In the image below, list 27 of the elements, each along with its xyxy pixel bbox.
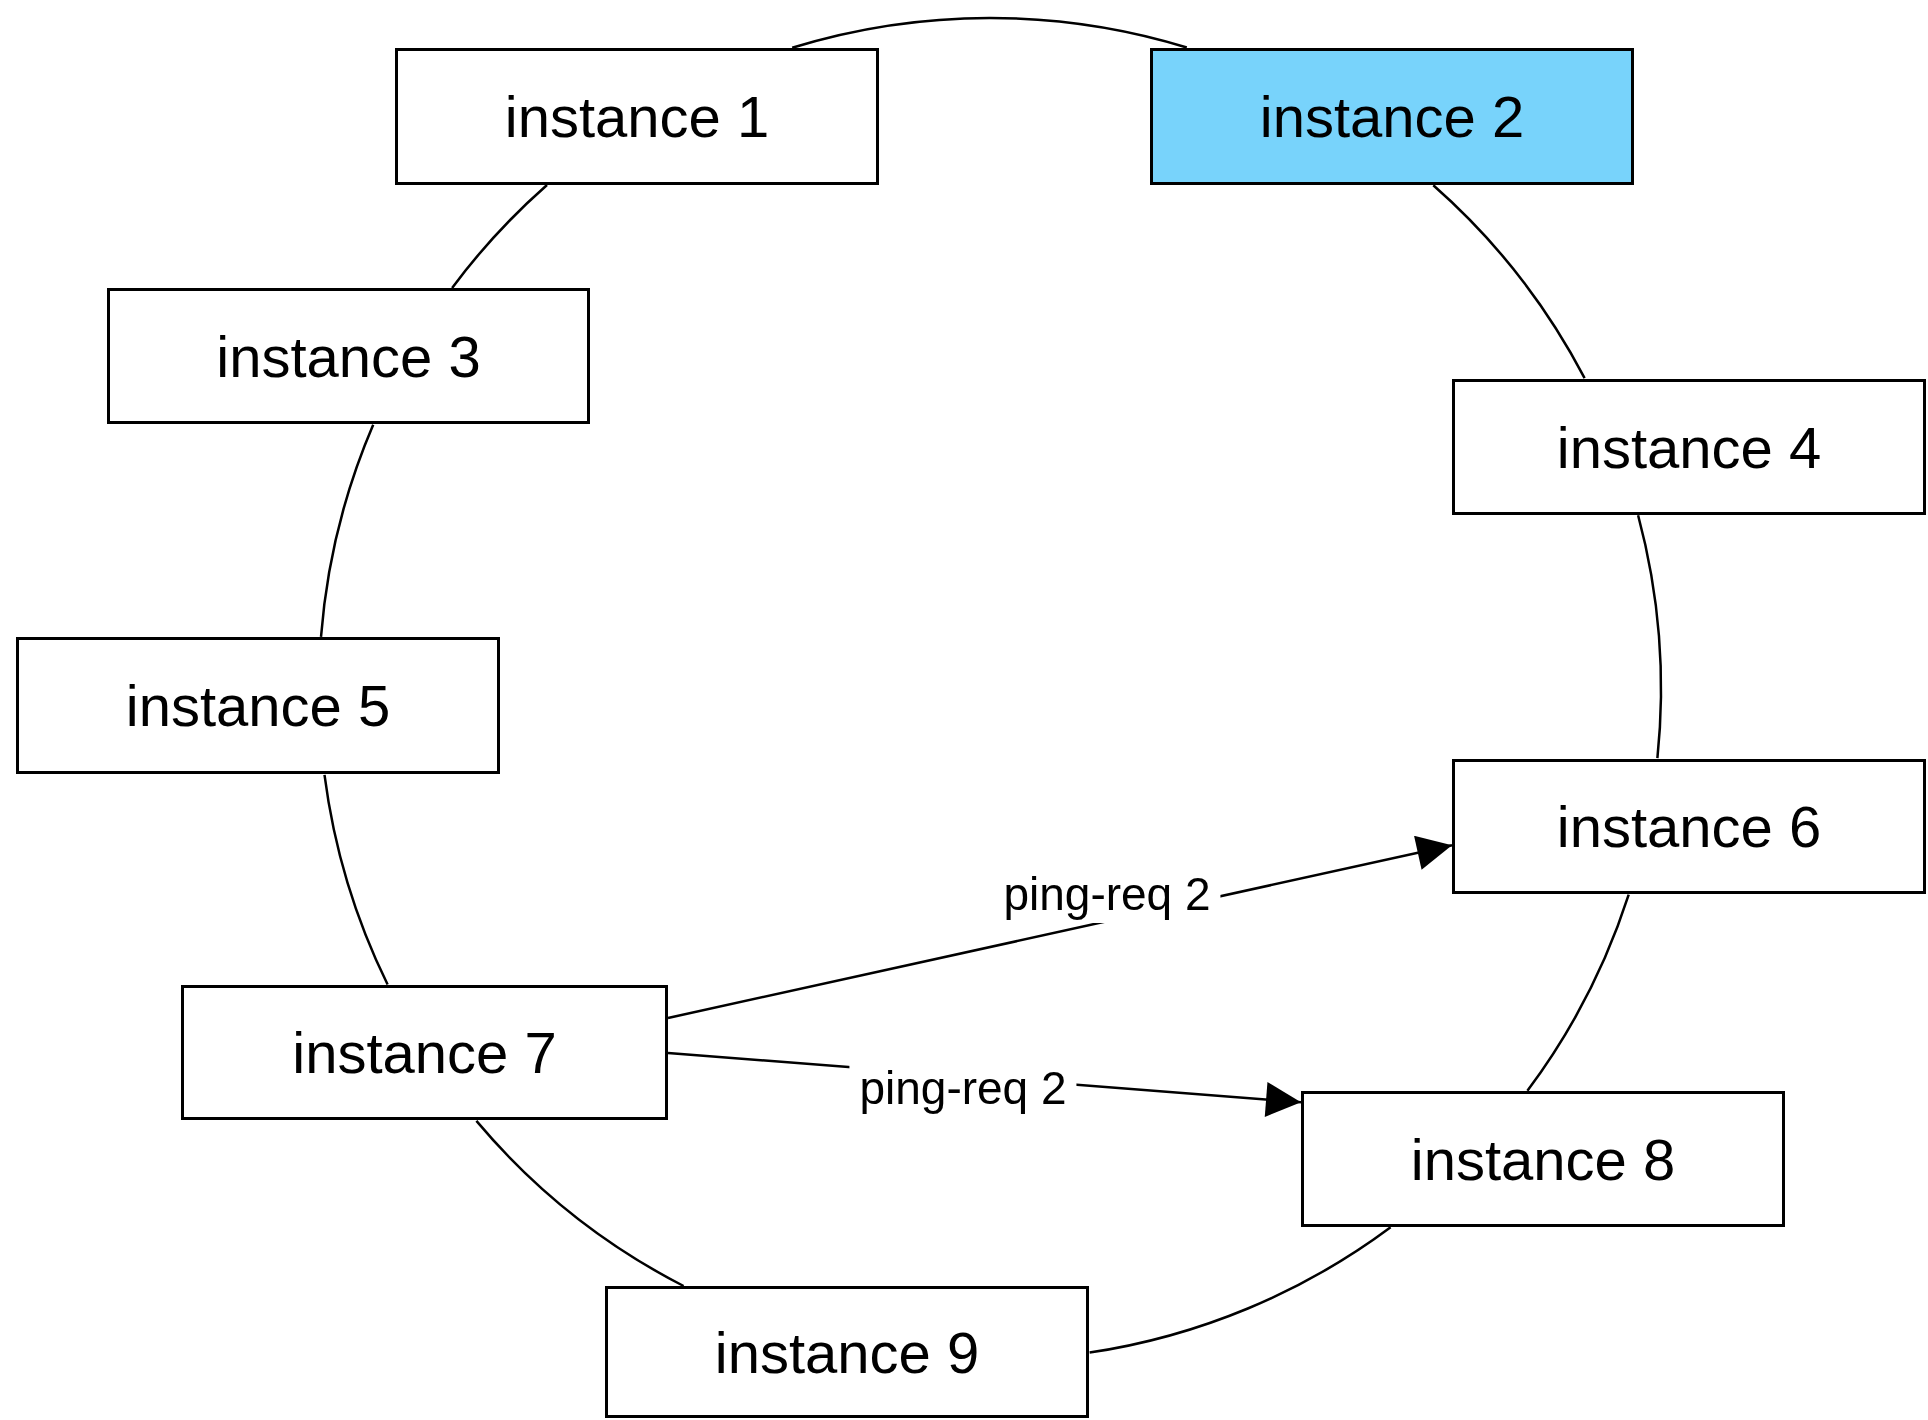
ring-line [1432, 184, 1586, 379]
ring-line [319, 424, 375, 638]
ring-line [1636, 514, 1663, 759]
node-label: instance 2 [1259, 83, 1525, 150]
ring-line [1526, 894, 1630, 1092]
node-label: instance 9 [714, 1318, 980, 1386]
node-label: instance 8 [1410, 1125, 1676, 1193]
node-label: instance 6 [1556, 793, 1822, 860]
ring-line [1089, 1226, 1392, 1354]
node-label: instance 5 [125, 672, 391, 739]
ring-line [323, 774, 389, 985]
node-label: instance 3 [216, 322, 481, 390]
instance-box [1452, 759, 1926, 894]
instance-box [1301, 1091, 1785, 1227]
ring-line [475, 1120, 685, 1288]
instance-box [605, 1286, 1089, 1418]
node-label: instance 7 [292, 1019, 557, 1086]
instance-box [395, 48, 879, 185]
ring-line [451, 184, 548, 289]
instance-box [16, 637, 500, 774]
instance-box [1452, 379, 1926, 515]
node-label: instance 1 [504, 83, 770, 150]
instance-box [1150, 48, 1634, 185]
ring-line [791, 17, 1188, 49]
instance-box [181, 985, 668, 1120]
node-label: instance 4 [1556, 413, 1822, 481]
instance-box [107, 288, 590, 424]
